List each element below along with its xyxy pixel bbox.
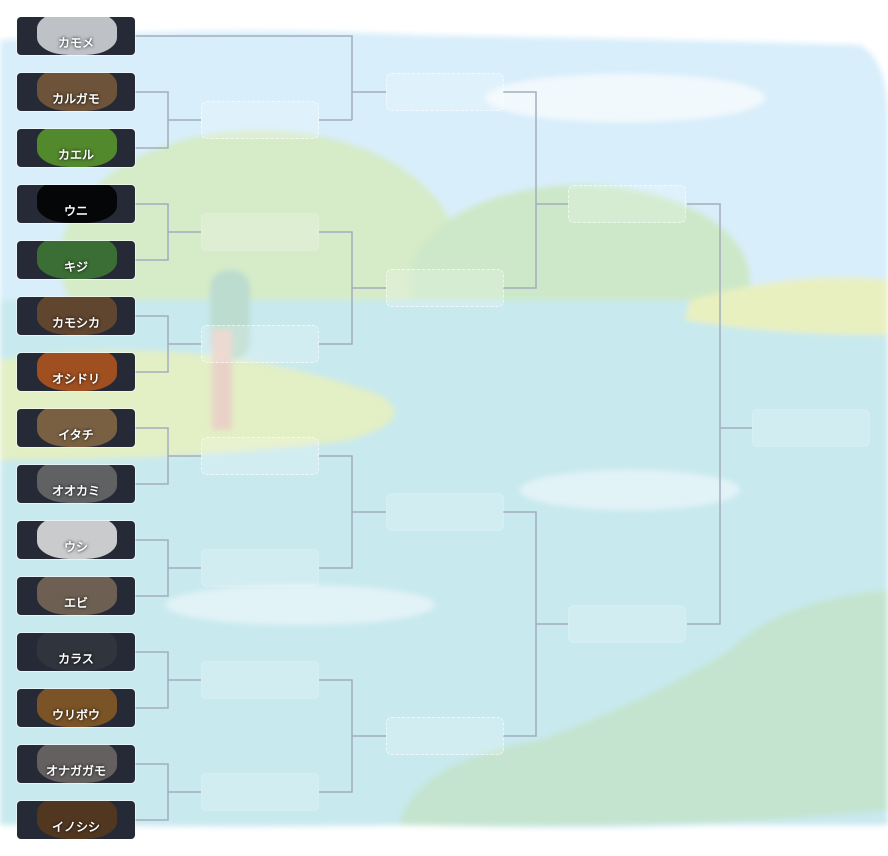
- round1-slot[interactable]: [201, 549, 319, 587]
- entry-name: キジ: [63, 260, 88, 274]
- entry-card[interactable]: イタチ: [17, 409, 135, 447]
- entry-card[interactable]: カモシカ: [17, 297, 135, 335]
- animal-image: [37, 521, 117, 559]
- round1-slot[interactable]: [201, 773, 319, 811]
- animal-image: [37, 297, 117, 335]
- round2-slot[interactable]: [386, 73, 504, 111]
- animal-image: [37, 745, 117, 783]
- animal-image: [37, 17, 117, 55]
- round1-slot[interactable]: [201, 325, 319, 363]
- entry-name: カルガモ: [52, 92, 100, 106]
- semifinal-slot[interactable]: [568, 605, 686, 643]
- animal-image: [37, 185, 117, 223]
- animal-image: [37, 633, 117, 671]
- animal-image: [37, 409, 117, 447]
- entry-card[interactable]: ウシ: [17, 521, 135, 559]
- entry-name: イタチ: [58, 428, 94, 442]
- entry-name: カモシカ: [51, 316, 100, 330]
- entry-card[interactable]: イノシシ: [17, 801, 135, 839]
- entry-card[interactable]: ウニ: [17, 185, 135, 223]
- entry-card[interactable]: オオカミ: [17, 465, 135, 503]
- animal-image: [37, 465, 117, 503]
- entry-card[interactable]: カルガモ: [17, 73, 135, 111]
- animal-image: [37, 689, 117, 727]
- entry-name: イノシシ: [51, 820, 100, 834]
- entry-card[interactable]: キジ: [17, 241, 135, 279]
- animal-image: [37, 73, 117, 111]
- entry-name: カエル: [57, 148, 94, 162]
- animal-image: [37, 353, 117, 391]
- round1-slot[interactable]: [201, 661, 319, 699]
- round2-slot[interactable]: [386, 493, 504, 531]
- round1-slot[interactable]: [201, 213, 319, 251]
- entry-card[interactable]: カラス: [17, 633, 135, 671]
- animal-image: [37, 577, 117, 615]
- animal-image: [37, 241, 117, 279]
- entry-card[interactable]: エビ: [17, 577, 135, 615]
- round2-slot[interactable]: [386, 717, 504, 755]
- entry-name: オナガガモ: [45, 764, 106, 778]
- entry-card[interactable]: ウリボウ: [17, 689, 135, 727]
- entry-card[interactable]: オシドリ: [17, 353, 135, 391]
- entry-card[interactable]: カエル: [17, 129, 135, 167]
- animal-image: [37, 801, 117, 839]
- final-winner-slot[interactable]: [752, 409, 870, 447]
- round1-slot[interactable]: [201, 437, 319, 475]
- entry-name: エビ: [63, 596, 88, 610]
- entry-card[interactable]: カモメ: [17, 17, 135, 55]
- entry-name: ウニ: [63, 204, 88, 218]
- entry-card[interactable]: オナガガモ: [17, 745, 135, 783]
- semifinal-slot[interactable]: [568, 185, 686, 223]
- animal-image: [37, 129, 117, 167]
- entry-name: オオカミ: [51, 484, 100, 498]
- entry-name: カラス: [58, 652, 94, 666]
- entry-name: ウシ: [63, 540, 88, 554]
- round2-slot[interactable]: [386, 269, 504, 307]
- entry-name: ウリボウ: [51, 708, 100, 722]
- entry-name: カモメ: [57, 36, 94, 50]
- entry-name: オシドリ: [51, 372, 100, 386]
- round1-slot[interactable]: [201, 101, 319, 139]
